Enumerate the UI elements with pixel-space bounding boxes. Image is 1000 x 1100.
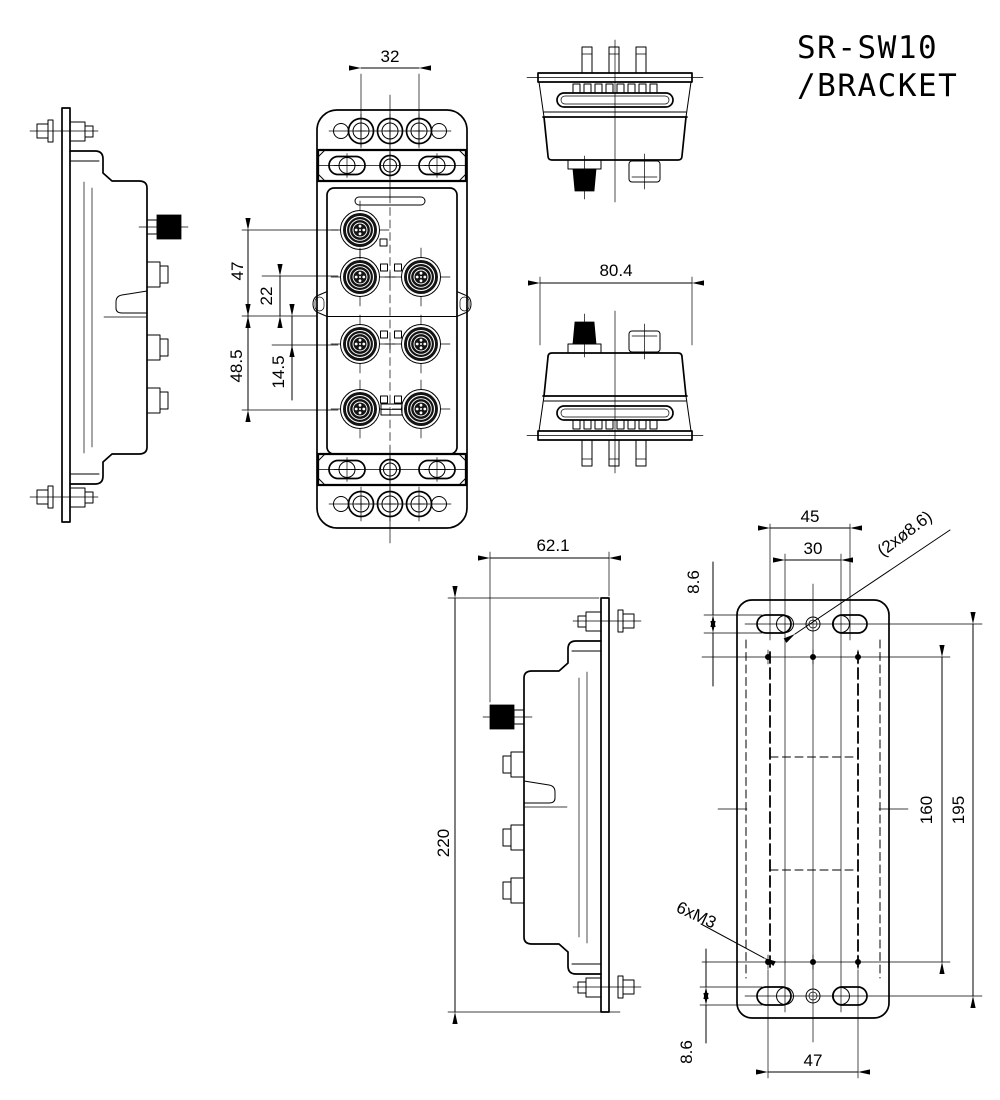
dim-m3-span: 160 <box>917 796 936 824</box>
dim-depth: 62.1 <box>536 536 569 555</box>
bottom-view <box>526 310 704 474</box>
bracket-view <box>701 523 983 1043</box>
dim-top-offset: 8.6 <box>684 570 703 594</box>
title-variant: /BRACKET <box>797 68 958 104</box>
dim-inner-span: 30 <box>804 539 823 558</box>
dim-height: 220 <box>434 829 453 857</box>
dim-screw-span: 32 <box>381 47 400 66</box>
note-slot-holes: (2xø8.6) <box>874 507 936 560</box>
dimensions: 32 47 22 48.5 14.5 80.4 62.1 220 45 <box>227 47 976 1079</box>
dim-row2-to-seam: 22 <box>257 287 276 306</box>
dim-seam-to-row4: 48.5 <box>227 349 246 382</box>
side-view-right <box>482 597 642 1013</box>
dim-bottom-offset: 8.6 <box>677 1040 696 1064</box>
dim-slot-span: 45 <box>801 507 820 526</box>
title-model: SR-SW10 <box>797 30 938 66</box>
front-view <box>312 94 472 544</box>
top-view <box>526 39 704 203</box>
dim-seam-to-row3: 14.5 <box>269 355 288 388</box>
dim-body-width: 80.4 <box>599 261 632 280</box>
dim-bottom-span: 47 <box>804 1051 823 1070</box>
side-view-left <box>29 107 189 523</box>
note-m3-threads: 6xM3 <box>673 898 719 933</box>
title-block: SR-SW10 /BRACKET <box>797 30 958 104</box>
dim-row-span: 195 <box>949 796 968 824</box>
dim-row1-to-seam: 47 <box>228 262 247 281</box>
